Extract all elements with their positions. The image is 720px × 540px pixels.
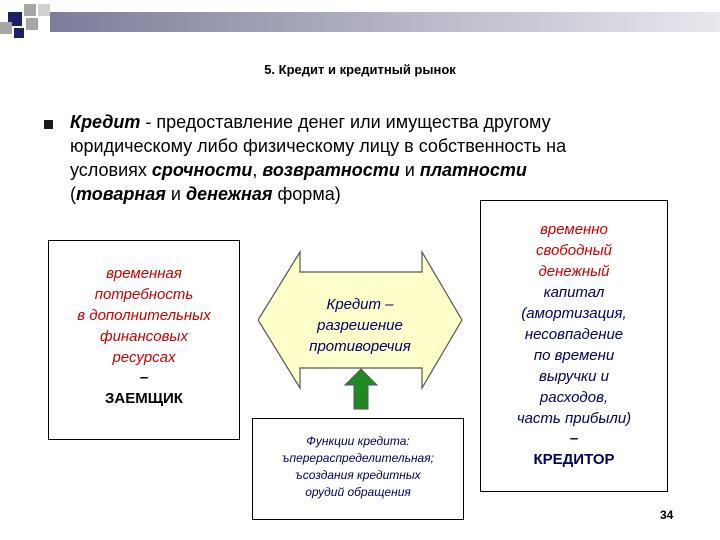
decor-square-gray [38,4,50,16]
decor-square-gray [0,22,12,34]
function-item: ъсоздания кредитных [295,468,421,482]
functions-box: Функции кредита: ъперераспределительная;… [252,418,464,520]
creditor-box: временно свободный денежный капитал (амо… [480,200,668,492]
slide-title: 5. Кредит и кредитный рынок [264,62,456,77]
header-bar [20,12,720,34]
decor-square-navy [14,28,24,38]
arrow-label: Кредит – разрешение противоречия [309,296,411,355]
creditor-line: расходов, [539,389,609,406]
term-credit: Кредит [70,112,141,132]
function-item: орудий обращения [305,485,411,499]
credit-definition: Кредит - предоставление денег или имущес… [70,112,567,204]
creditor-line: часть прибыли) [516,410,632,427]
decor-square-gray [26,18,38,30]
creditor-line: выручки и [539,368,609,385]
page-number: 34 [660,508,674,522]
borrower-role: ЗАЕМЩИК [105,390,183,407]
creditor-line: (амортизация, [521,305,627,322]
creditor-line: капитал [543,284,605,301]
decor-square-gray [24,4,36,16]
borrower-line: ресурсах [112,349,176,366]
creditor-line: по времени [533,347,615,364]
borrower-box: временная потребность в дополнительных ф… [48,240,240,440]
bullet-square-icon [44,120,53,129]
double-arrow-shape [258,250,463,390]
function-item: ъперераспределительная; [282,451,434,465]
borrower-line: в дополнительных [77,307,211,324]
borrower-line: потребность [94,286,194,303]
borrower-line: финансовых [100,328,188,345]
creditor-role: КРЕДИТОР [533,451,615,468]
creditor-line: несовпадение [524,326,624,343]
borrower-dash: – [139,369,149,386]
functions-title: Функции кредита: [306,434,410,448]
up-arrow-icon [344,368,378,410]
creditor-line: денежный [538,263,610,280]
borrower-line: временная [106,265,182,282]
creditor-line: временно [540,221,608,238]
creditor-line: свободный [535,242,613,259]
creditor-dash: – [569,430,579,447]
